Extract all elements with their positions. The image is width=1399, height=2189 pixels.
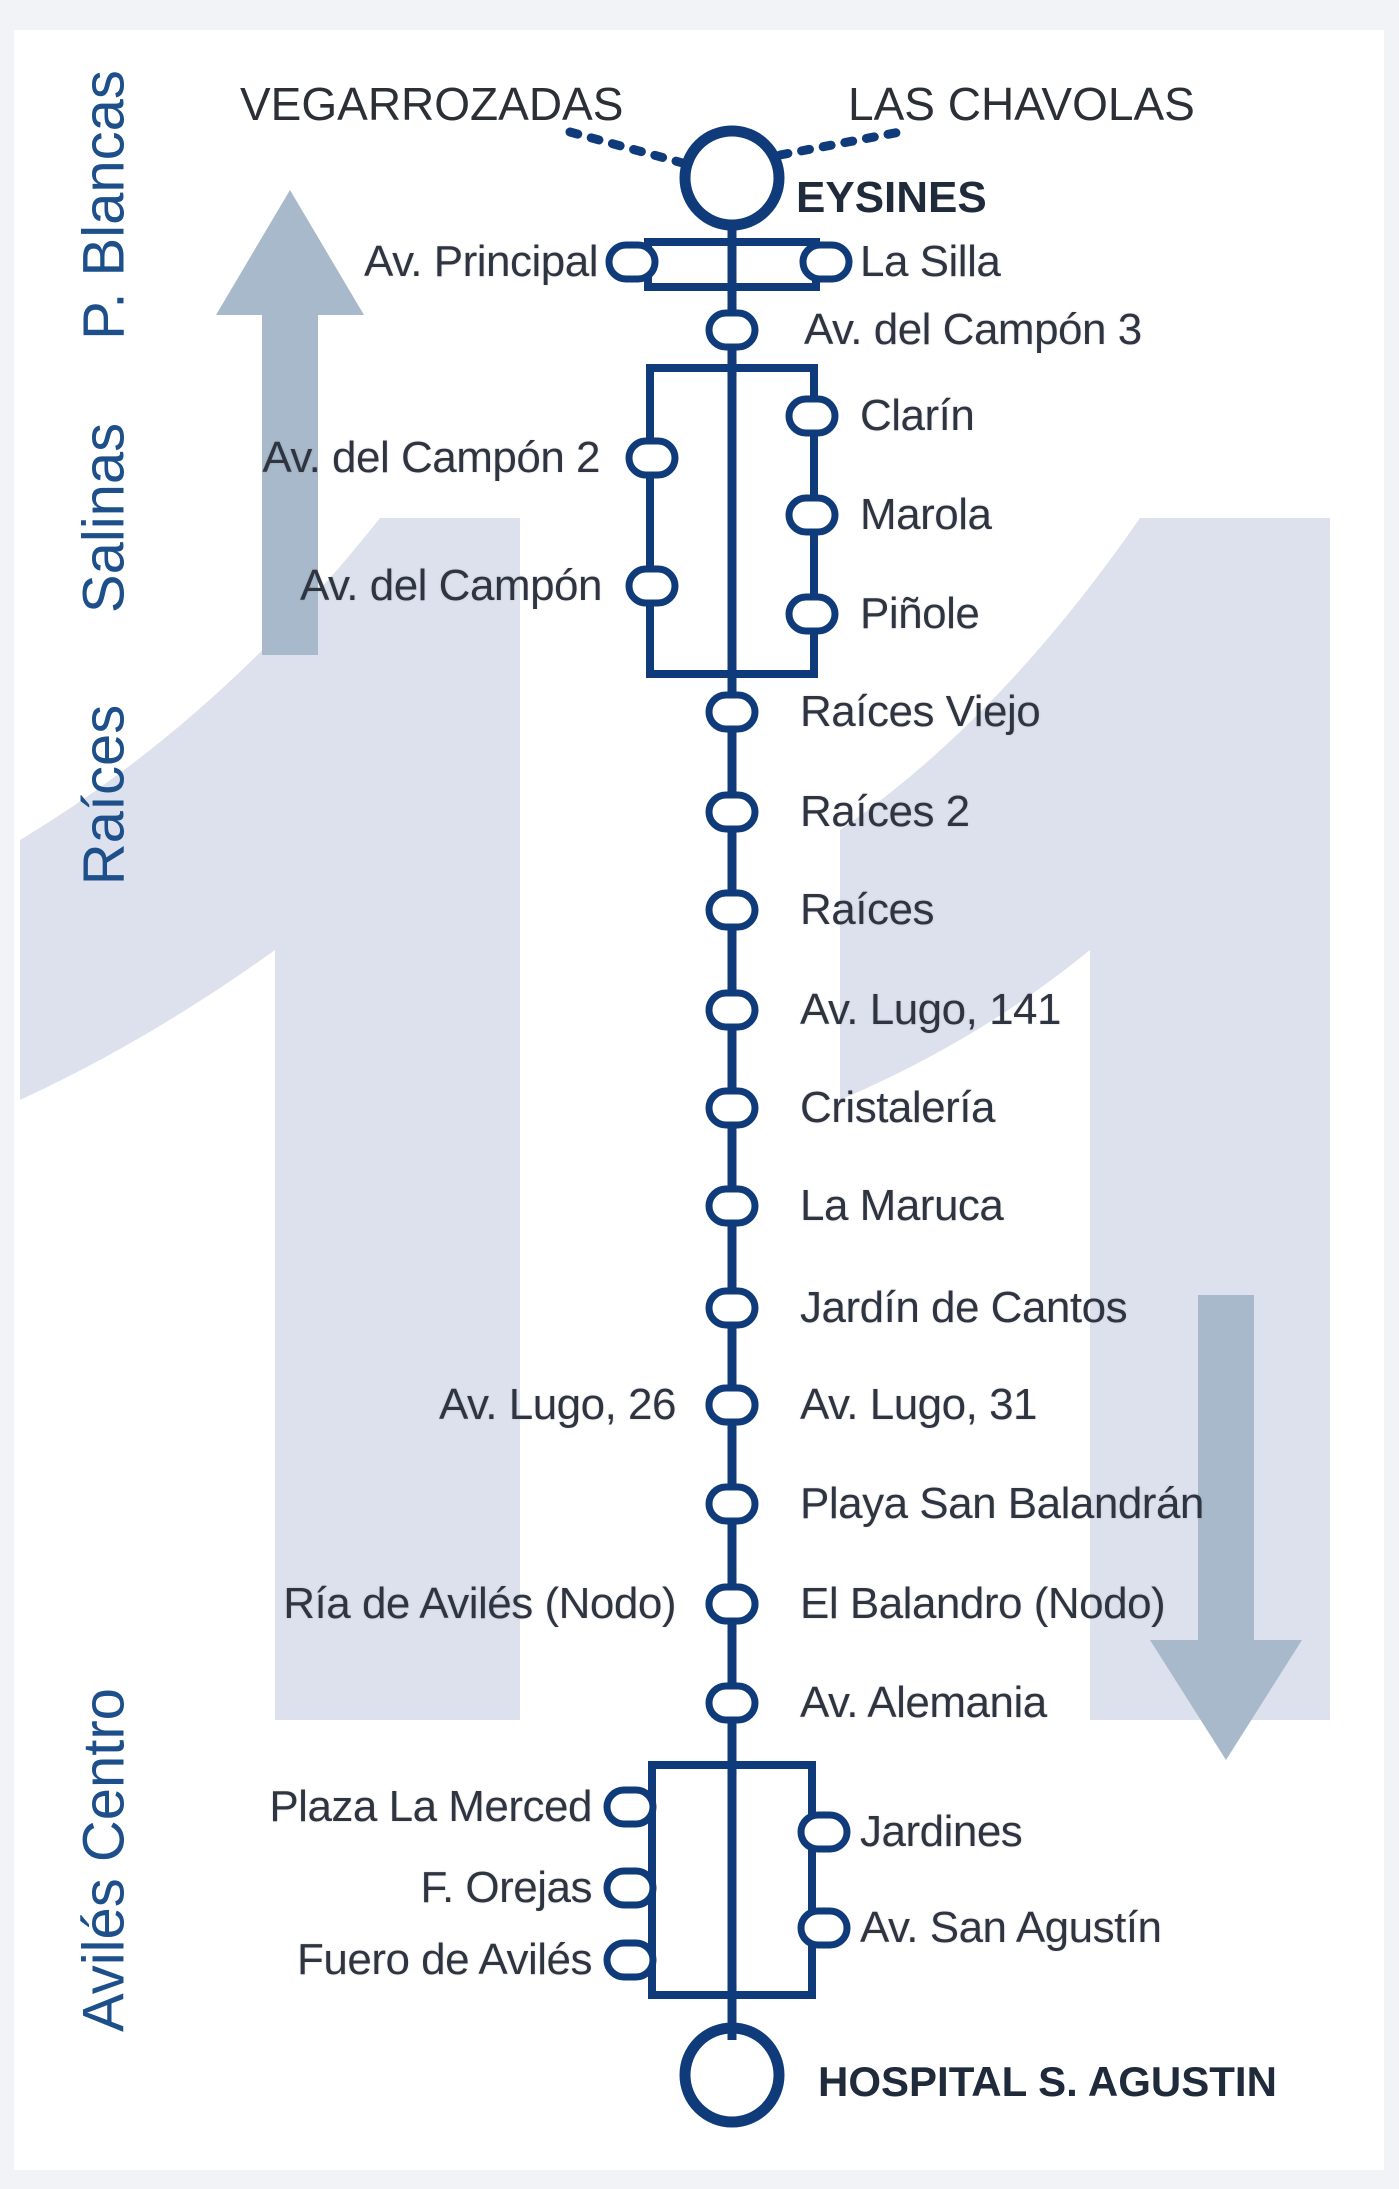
zone-label-salinas: Salinas bbox=[71, 422, 137, 614]
stop-marker-right-13 bbox=[705, 1483, 759, 1525]
stop-label-left-4: Ría de Avilés (Nodo) bbox=[283, 1579, 676, 1628]
stop-label-right-14: El Balandro (Nodo) bbox=[800, 1579, 1166, 1628]
terminal-end-marker bbox=[679, 2022, 785, 2128]
stop-marker-right-0 bbox=[799, 241, 853, 283]
terminal-start-marker bbox=[679, 125, 785, 231]
stop-label-right-7: Raíces bbox=[800, 885, 934, 934]
stop-marker-right-5 bbox=[705, 691, 759, 733]
stop-marker-right-9 bbox=[705, 1087, 759, 1129]
stop-label-left-2: Av. del Campón bbox=[300, 561, 603, 610]
branch-label-right: LAS CHAVOLAS bbox=[848, 78, 1195, 130]
stop-label-right-11: Jardín de Cantos bbox=[800, 1283, 1128, 1332]
stop-marker-right-14 bbox=[705, 1583, 759, 1625]
stop-marker-left-6 bbox=[603, 1867, 657, 1909]
zone-label-aviles-centro: Avilés Centro bbox=[71, 1688, 137, 2032]
zone-label-raices: Raíces bbox=[71, 704, 137, 886]
branch-line-right bbox=[775, 127, 905, 160]
stop-label-right-9: Cristalería bbox=[800, 1083, 996, 1132]
stop-marker-right-12 bbox=[705, 1384, 759, 1426]
stop-marker-left-2 bbox=[625, 565, 679, 607]
stop-marker-right-17 bbox=[797, 1907, 851, 1949]
stop-label-right-15: Av. Alemania bbox=[800, 1678, 1047, 1727]
stop-marker-left-0 bbox=[605, 241, 659, 283]
direction-arrows bbox=[216, 190, 1302, 1760]
stop-markers bbox=[603, 241, 853, 1981]
stop-label-right-1: Av. del Campón 3 bbox=[804, 305, 1142, 354]
stop-label-left-7: Fuero de Avilés bbox=[297, 1935, 592, 1984]
stop-marker-right-1 bbox=[705, 309, 759, 351]
stop-label-right-6: Raíces 2 bbox=[800, 787, 970, 836]
up-arrow-head bbox=[216, 190, 364, 315]
stop-label-right-8: Av. Lugo, 141 bbox=[800, 985, 1061, 1034]
stop-marker-right-15 bbox=[705, 1682, 759, 1724]
stop-label-right-2: Clarín bbox=[860, 391, 975, 440]
down-arrow-icon bbox=[1150, 1295, 1302, 1760]
terminal-start-label: EYSINES bbox=[796, 173, 987, 222]
stop-marker-right-7 bbox=[705, 889, 759, 931]
terminal-end-label: HOSPITAL S. AGUSTIN bbox=[818, 2058, 1277, 2105]
stop-marker-right-3 bbox=[785, 494, 839, 536]
stop-marker-right-6 bbox=[705, 791, 759, 833]
stop-marker-right-2 bbox=[785, 395, 839, 437]
stop-marker-left-5 bbox=[603, 1786, 657, 1828]
stop-label-right-13: Playa San Balandrán bbox=[800, 1479, 1204, 1528]
branch-line-left bbox=[565, 127, 695, 170]
down-arrow-shaft bbox=[1198, 1295, 1254, 1685]
stop-marker-right-16 bbox=[797, 1811, 851, 1853]
stop-label-left-3: Av. Lugo, 26 bbox=[438, 1380, 677, 1429]
stop-label-right-16: Jardines bbox=[860, 1807, 1023, 1856]
stop-label-left-6: F. Orejas bbox=[420, 1863, 592, 1912]
stop-label-right-4: Piñole bbox=[860, 589, 980, 638]
stop-label-right-10: La Maruca bbox=[800, 1181, 1004, 1230]
stop-marker-right-11 bbox=[705, 1287, 759, 1329]
stop-label-left-5: Plaza La Merced bbox=[269, 1782, 592, 1831]
stop-label-right-0: La Silla bbox=[860, 237, 1001, 286]
stop-marker-left-1 bbox=[625, 437, 679, 479]
route-line bbox=[565, 125, 905, 2128]
up-arrow-icon bbox=[216, 190, 364, 655]
stop-label-right-12: Av. Lugo, 31 bbox=[800, 1380, 1038, 1429]
stop-label-left-0: Av. Principal bbox=[364, 237, 598, 286]
stop-marker-left-7 bbox=[603, 1939, 657, 1981]
stop-label-right-3: Marola bbox=[860, 490, 992, 539]
stop-marker-right-8 bbox=[705, 989, 759, 1031]
down-arrow-head bbox=[1150, 1640, 1302, 1760]
branch-label-left: VEGARROZADAS bbox=[240, 78, 624, 130]
stop-label-right-5: Raíces Viejo bbox=[800, 687, 1041, 736]
stop-marker-right-10 bbox=[705, 1185, 759, 1227]
watermark-digit-1-left bbox=[20, 518, 520, 1720]
up-arrow-shaft bbox=[262, 300, 318, 655]
stop-label-right-17: Av. San Agustín bbox=[860, 1903, 1162, 1952]
stop-label-left-1: Av. del Campón 2 bbox=[262, 433, 600, 482]
stop-marker-right-4 bbox=[785, 593, 839, 635]
zone-label-p-blancas: P. Blancas bbox=[71, 70, 137, 340]
